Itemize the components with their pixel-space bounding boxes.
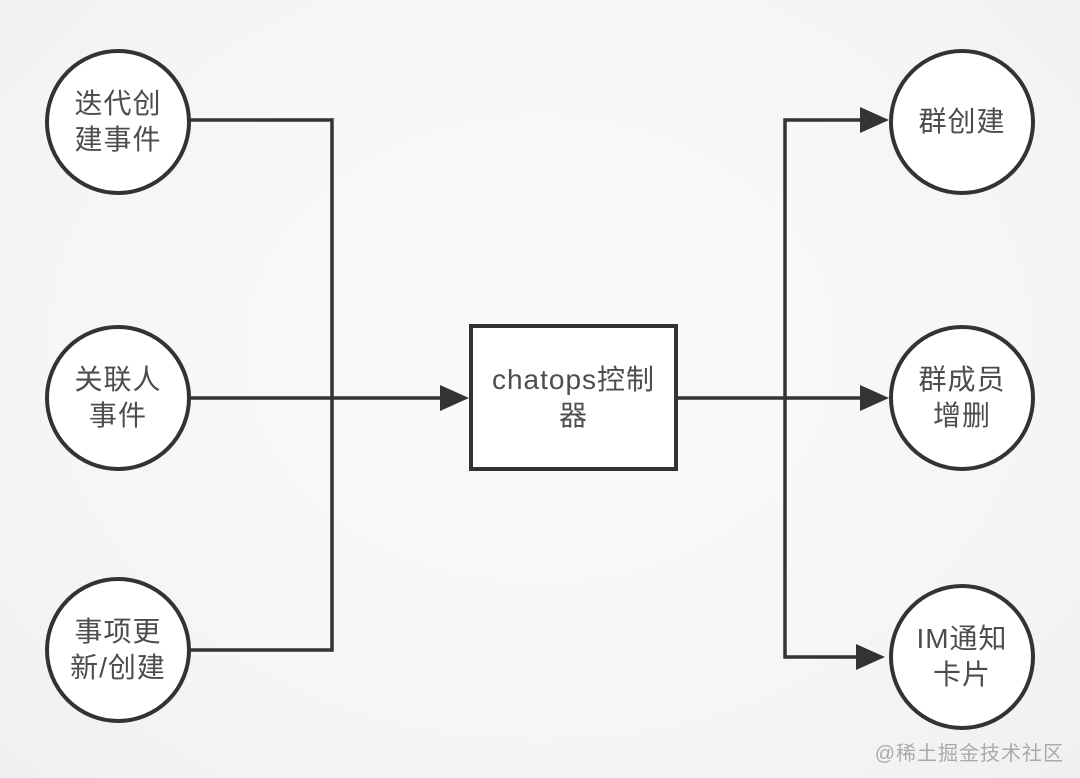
node-label: 迭代创 建事件 xyxy=(74,88,162,155)
node-im-notification-card: IM通知 卡片 xyxy=(889,584,1035,730)
node-item-update-create: 事项更 新/创建 xyxy=(45,577,191,723)
node-label: 群成员 增删 xyxy=(918,364,1006,431)
node-label: IM通知 卡片 xyxy=(916,623,1008,690)
node-iteration-create-event: 迭代创 建事件 xyxy=(45,49,191,195)
arrowhead-group-create xyxy=(860,107,889,133)
arrowhead-group-member xyxy=(860,385,889,411)
watermark-text: @稀土掘金技术社区 xyxy=(874,743,1064,765)
node-label: 事项更 新/创建 xyxy=(70,616,166,683)
node-group-member-add-remove: 群成员 增删 xyxy=(889,325,1035,471)
node-label: 关联人 事件 xyxy=(74,364,162,431)
node-label: 群创建 xyxy=(918,106,1006,137)
node-label: chatops控制 器 xyxy=(491,363,656,431)
arrowhead-into-box xyxy=(440,385,469,411)
arrowhead-im-card xyxy=(856,644,885,670)
node-group-create: 群创建 xyxy=(889,49,1035,195)
node-chatops-controller: chatops控制 器 xyxy=(469,324,678,471)
node-related-person-event: 关联人 事件 xyxy=(45,325,191,471)
